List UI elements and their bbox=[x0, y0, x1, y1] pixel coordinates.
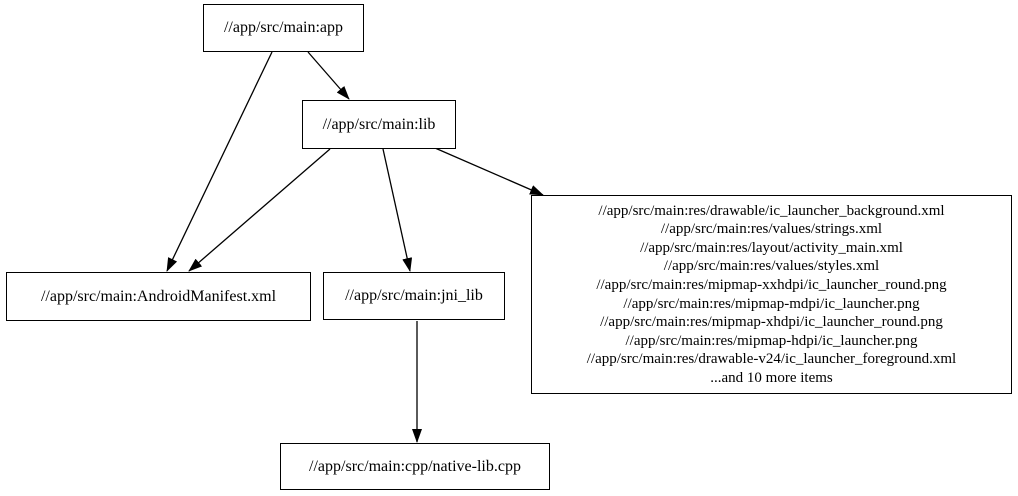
node-jni-lib: //app/src/main:jni_lib bbox=[323, 272, 505, 320]
node-lib: //app/src/main:lib bbox=[302, 100, 456, 149]
node-jni-lib-label: //app/src/main:jni_lib bbox=[345, 287, 483, 304]
res-group-line: //app/src/main:res/values/strings.xml bbox=[660, 221, 883, 238]
node-lib-label: //app/src/main:lib bbox=[322, 115, 436, 133]
res-group-line: //app/src/main:res/values/styles.xml bbox=[663, 258, 880, 275]
edge-app-to-lib bbox=[307, 51, 350, 100]
node-native-lib-cpp-label: //app/src/main:cpp/native-lib.cpp bbox=[309, 457, 521, 475]
node-android-manifest: //app/src/main:AndroidManifest.xml bbox=[6, 272, 311, 321]
edge-lib-to-jni-lib bbox=[382, 148, 413, 272]
edge-lib-to-res-group bbox=[434, 147, 544, 196]
res-group-line: //app/src/main:res/mipmap-hdpi/ic_launch… bbox=[625, 332, 918, 349]
res-group-line: //app/src/main:res/drawable/ic_launcher_… bbox=[598, 202, 945, 219]
res-group-line: //app/src/main:res/mipmap-xxhdpi/ic_laun… bbox=[596, 276, 947, 293]
node-app-label: //app/src/main:app bbox=[223, 19, 344, 36]
node-app: //app/src/main:app bbox=[203, 4, 364, 52]
edge-app-to-manifest bbox=[166, 51, 273, 272]
node-native-lib-cpp: //app/src/main:cpp/native-lib.cpp bbox=[280, 443, 550, 490]
res-group-line: //app/src/main:res/drawable-v24/ic_launc… bbox=[586, 351, 957, 368]
res-group-line: //app/src/main:res/mipmap-xhdpi/ic_launc… bbox=[600, 314, 943, 331]
node-android-manifest-label: //app/src/main:AndroidManifest.xml bbox=[40, 287, 277, 305]
res-group-more-items: ...and 10 more items bbox=[710, 369, 833, 386]
res-group-line: //app/src/main:res/mipmap-mdpi/ic_launch… bbox=[623, 295, 920, 312]
res-group-line: //app/src/main:res/layout/activity_main.… bbox=[640, 239, 903, 256]
node-res-group: //app/src/main:res/drawable/ic_launcher_… bbox=[531, 195, 1012, 394]
edge-lib-to-manifest bbox=[188, 148, 331, 272]
